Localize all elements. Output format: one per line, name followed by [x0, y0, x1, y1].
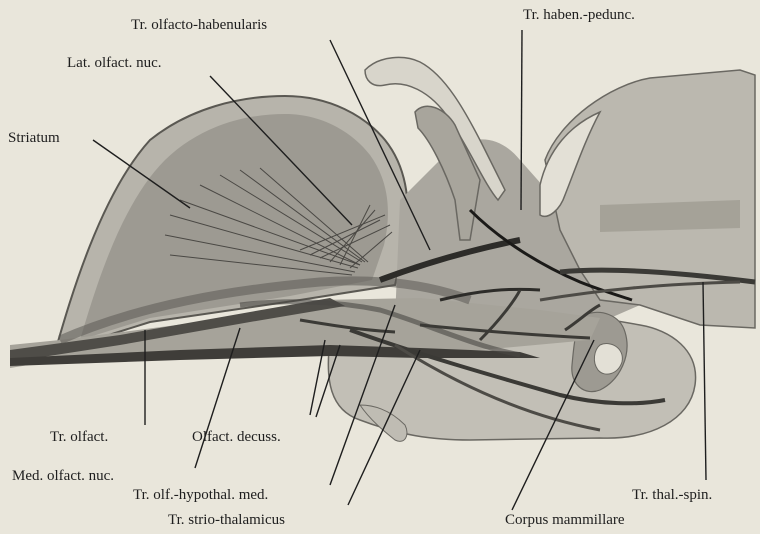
- label-striatum: Striatum: [8, 131, 60, 146]
- tectum-band: [600, 200, 740, 232]
- label-tr-olfacto-habenularis: Tr. olfacto-habenularis: [131, 18, 267, 33]
- mammillary-inner: [594, 344, 622, 375]
- label-tr-thal-spin: Tr. thal.-spin.: [632, 488, 712, 503]
- label-tr-strio-thalamicus: Tr. strio-thalamicus: [168, 513, 285, 528]
- label-med-olfact-nuc: Med. olfact. nuc.: [12, 469, 114, 484]
- label-tr-olfact: Tr. olfact.: [50, 430, 108, 445]
- label-olfact-decuss: Olfact. decuss.: [192, 430, 281, 445]
- label-tr-olf-hypothal-med: Tr. olf.-hypothal. med.: [133, 488, 268, 503]
- label-tr-haben-peduncularis: Tr. haben.-pedunc.: [523, 8, 635, 23]
- label-corpus-mammillare: Corpus mammillare: [505, 513, 625, 528]
- label-lat-olfact-nuc: Lat. olfact. nuc.: [67, 56, 162, 71]
